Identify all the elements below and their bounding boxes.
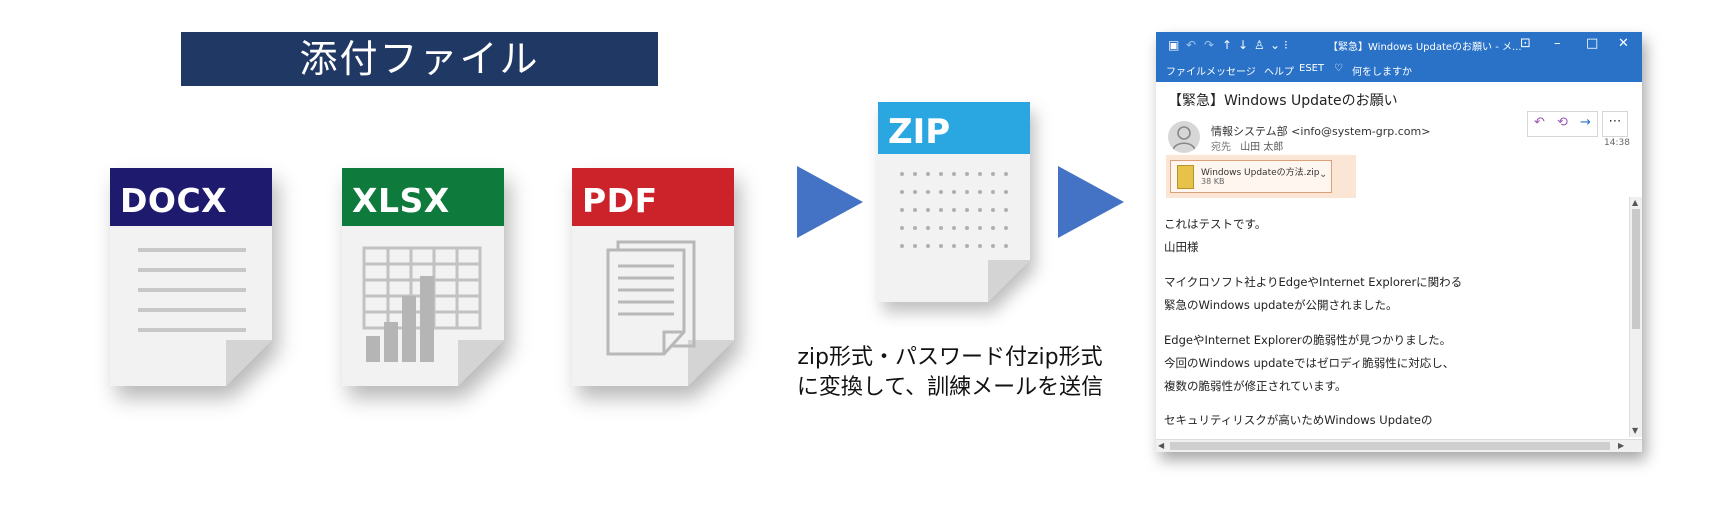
arrow-right-icon [797, 166, 863, 238]
customize-icon[interactable]: ⁝ [1284, 38, 1288, 52]
lightbulb-icon: ♡ [1334, 63, 1343, 74]
zip-attachment-icon [1177, 165, 1194, 189]
more-options-icon[interactable]: ⋯ [1602, 111, 1628, 137]
menu-file[interactable]: ファイル [1166, 67, 1206, 78]
tell-me-search[interactable]: 何をしますか [1352, 67, 1412, 78]
scroll-up-icon[interactable]: ▲ [1632, 198, 1639, 207]
body-line: 緊急のWindows updateが公開されました。 [1164, 298, 1398, 312]
scroll-down-icon[interactable]: ▼ [1632, 426, 1639, 435]
menu-message[interactable]: メッセージ [1206, 67, 1256, 78]
caption-line-1: zip形式・パスワード付zip形式 [797, 345, 1103, 370]
scroll-thumb[interactable] [1632, 209, 1640, 329]
xlsx-label: XLSX [352, 181, 450, 220]
minimize-icon[interactable]: – [1554, 36, 1561, 51]
horizontal-scrollbar[interactable]: ◀ ▶ [1156, 439, 1642, 452]
ribbon-display-icon[interactable]: ⊡ [1520, 36, 1531, 51]
forward-icon[interactable]: → [1580, 115, 1591, 130]
quick-access-toolbar: ▣ ↶ ↷ ↑ ↓ ♙ ⌄ ⁝ 【緊急】Windows Updateのお願い -… [1156, 32, 1642, 58]
save-icon[interactable]: ▣ [1168, 38, 1180, 52]
email-subject: 【緊急】Windows Updateのお願い [1168, 93, 1398, 109]
menu-help[interactable]: ヘルプ [1264, 67, 1294, 78]
timestamp: 14:38 [1604, 138, 1630, 148]
scroll-left-icon[interactable]: ◀ [1158, 441, 1165, 450]
zip-file-icon: ZIP [878, 102, 1030, 302]
scroll-right-icon[interactable]: ▶ [1618, 441, 1625, 450]
body-line: マイクロソフト社よりEdgeやInternet Explorerに関わる [1164, 275, 1463, 289]
body-line: 山田様 [1164, 240, 1199, 254]
chevron-down-icon[interactable]: ⌄ [1319, 169, 1328, 180]
menu-eset[interactable]: ESET [1299, 63, 1325, 74]
attachment-area: Windows Updateの方法.zip 38 KB ⌄ [1166, 155, 1356, 198]
reply-icon[interactable]: ↶ [1534, 115, 1545, 130]
xlsx-file-icon: XLSX [342, 168, 504, 386]
person-icon[interactable]: ♙ [1254, 38, 1265, 52]
window-title: 【緊急】Windows Updateのお願い - メ... [1328, 42, 1522, 53]
body-line: これはテストです。 [1164, 217, 1267, 231]
up-arrow-icon[interactable]: ↑ [1222, 38, 1233, 52]
recipient-line: 宛先 山田 太郎 [1211, 138, 1283, 153]
arrow-right-icon [1058, 166, 1124, 238]
maximize-icon[interactable]: □ [1586, 36, 1599, 51]
avatar [1168, 121, 1200, 153]
ribbon-menu: ファイル メッセージ ヘルプ ESET ♡ 何をしますか [1156, 58, 1642, 82]
body-line: EdgeやInternet Explorerの脆弱性が見つかりました。 [1164, 333, 1452, 347]
body-line: 複数の脆弱性が修正されています。 [1164, 379, 1347, 393]
body-line: 今回のWindows updateではゼロディ脆弱性に対応し、 [1164, 356, 1455, 370]
recipient[interactable]: 山田 太郎 [1240, 142, 1284, 153]
email-body: これはテストです。 山田様 マイクロソフト社よりEdgeやInternet Ex… [1164, 204, 1624, 427]
pdf-file-icon: PDF [572, 168, 734, 386]
undo-icon[interactable]: ↶ [1186, 38, 1197, 52]
scroll-thumb[interactable] [1170, 442, 1610, 450]
attachment-size: 38 KB [1201, 177, 1225, 186]
caption-line-2: に変換して、訓練メールを送信 [796, 375, 1104, 400]
conversion-caption: zip形式・パスワード付zip形式 に変換して、訓練メールを送信 [770, 343, 1130, 403]
pdf-label: PDF [582, 181, 658, 220]
zip-label: ZIP [888, 112, 951, 152]
close-icon[interactable]: ✕ [1618, 36, 1629, 51]
attachment-name: Windows Updateの方法.zip [1201, 168, 1320, 178]
section-title-banner: 添付ファイル [181, 32, 658, 86]
email-window: ▣ ↶ ↷ ↑ ↓ ♙ ⌄ ⁝ 【緊急】Windows Updateのお願い -… [1156, 32, 1642, 452]
body-line: セキュリティリスクが高いためWindows Updateの [1164, 413, 1433, 427]
window-titlebar: ▣ ↶ ↷ ↑ ↓ ♙ ⌄ ⁝ 【緊急】Windows Updateのお願い -… [1156, 32, 1642, 82]
reply-actions: ↶ ⟲ → [1527, 111, 1598, 137]
redo-icon[interactable]: ↷ [1204, 38, 1215, 52]
docx-label: DOCX [120, 181, 228, 220]
dropdown-icon[interactable]: ⌄ [1270, 38, 1281, 52]
to-label: 宛先 [1211, 142, 1231, 153]
down-arrow-icon[interactable]: ↓ [1238, 38, 1249, 52]
attachment-chip[interactable]: Windows Updateの方法.zip 38 KB ⌄ [1170, 160, 1332, 193]
sender[interactable]: 情報システム部 <info@system-grp.com> [1211, 125, 1431, 138]
docx-file-icon: DOCX [110, 168, 272, 386]
vertical-scrollbar[interactable]: ▲ ▼ [1629, 197, 1642, 437]
reply-all-icon[interactable]: ⟲ [1557, 115, 1568, 130]
